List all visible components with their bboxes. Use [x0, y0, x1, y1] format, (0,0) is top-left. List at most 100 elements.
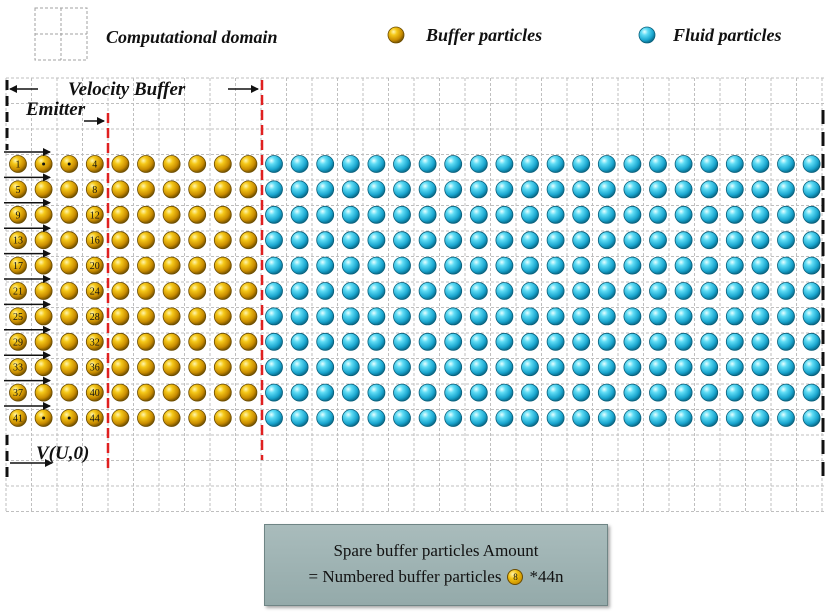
fluid-particle [751, 307, 770, 326]
fluid-particle [572, 307, 591, 326]
buffer-particle [162, 409, 181, 427]
fluid-particle [418, 231, 437, 250]
buffer-particle-number: 13 [13, 236, 23, 247]
fluid-particle [521, 155, 539, 173]
fluid-particle [265, 383, 283, 402]
buffer-particle [162, 155, 181, 173]
fluid-particle [572, 155, 591, 173]
fluid-particle [802, 332, 821, 351]
fluid-particle [393, 307, 411, 326]
fluid-particle [700, 332, 719, 351]
fluid-particle [623, 332, 642, 351]
fluid-particle [777, 155, 795, 173]
buffer-particle [111, 180, 130, 199]
fluid-particle [469, 155, 488, 173]
buffer-particle [213, 409, 232, 427]
fluid-particle [265, 358, 283, 377]
fluid-particle [649, 383, 667, 402]
fluid-particle [802, 282, 821, 300]
buffer-particle [85, 307, 104, 326]
fluid-particle [290, 409, 309, 427]
fluid-particle [341, 205, 360, 224]
buffer-particle [34, 307, 53, 326]
fluid-particle [546, 155, 565, 173]
fluid-particle [700, 205, 719, 224]
fluid-particle [725, 205, 744, 224]
fluid-particle [725, 409, 744, 427]
fluid-particle [469, 231, 488, 250]
fluid-particle [521, 282, 539, 300]
fluid-particle [469, 180, 488, 199]
fluid-particle [700, 383, 719, 402]
fluid-particle [623, 180, 642, 199]
fluid-particle [418, 307, 437, 326]
fluid-particle [623, 307, 642, 326]
fluid-particle [265, 155, 283, 173]
fluid-particle [546, 231, 565, 250]
fluid-particle [751, 155, 770, 173]
buffer-particle [9, 231, 27, 250]
fluid-particle [367, 332, 386, 351]
fluid-particle [802, 358, 821, 377]
fluid-particle [265, 256, 283, 275]
buffer-particle [34, 256, 53, 275]
fluid-particle [572, 231, 591, 250]
fluid-particle [802, 180, 821, 199]
buffer-particle [213, 180, 232, 199]
fluid-particle [265, 307, 283, 326]
fluid-particle [521, 358, 539, 377]
fluid-particle [290, 307, 309, 326]
fluid-particle [393, 332, 411, 351]
buffer-particle [85, 383, 104, 402]
fluid-particle [290, 282, 309, 300]
fluid-particle [674, 205, 693, 224]
fluid-particle [572, 409, 591, 427]
fluid-particle [444, 231, 463, 250]
fluid-particle [546, 205, 565, 224]
buffer-particle [213, 358, 232, 377]
fluid-particle [546, 282, 565, 300]
fluid-particle [341, 155, 360, 173]
fluid-particle [367, 155, 386, 173]
velocity-buffer-annotation: Velocity Buffer [9, 79, 259, 100]
buffer-particle [213, 256, 232, 275]
buffer-particle [213, 383, 232, 402]
fluid-particle [265, 180, 283, 199]
buffer-particle [60, 358, 79, 377]
fluid-particle [597, 155, 616, 173]
fluid-particle [751, 409, 770, 427]
buffer-particle [34, 205, 53, 224]
fluid-particle [700, 358, 719, 377]
buffer-particle [9, 358, 27, 377]
buffer-particle-number: 16 [90, 236, 100, 247]
buffer-particle [9, 307, 27, 326]
buffer-particle [188, 205, 207, 224]
buffer-particle [137, 205, 155, 224]
fluid-particle [725, 256, 744, 275]
fluid-particle [393, 231, 411, 250]
buffer-particle [137, 155, 155, 173]
fluid-particle [751, 332, 770, 351]
buffer-particle-number: 20 [90, 261, 100, 272]
fluid-particle [700, 180, 719, 199]
legend: Computational domain Buffer particles Fl… [34, 7, 782, 61]
buffer-particle [60, 332, 79, 351]
fluid-particle [418, 256, 437, 275]
fluid-particle [546, 409, 565, 427]
fluid-particle [623, 409, 642, 427]
fluid-particle [367, 383, 386, 402]
buffer-particle [111, 358, 130, 377]
buffer-particle [188, 409, 207, 427]
fluid-particle [418, 409, 437, 427]
buffer-particle [188, 155, 207, 173]
info-line-2-prefix: = Numbered buffer particles [308, 567, 502, 586]
buffer-particle [239, 231, 258, 250]
fluid-particle [341, 409, 360, 427]
fluid-particle [290, 155, 309, 173]
buffer-particle [137, 180, 155, 199]
fluid-particle [802, 231, 821, 250]
fluid-particle [802, 205, 821, 224]
buffer-particle [9, 180, 27, 199]
fluid-particle [444, 409, 463, 427]
